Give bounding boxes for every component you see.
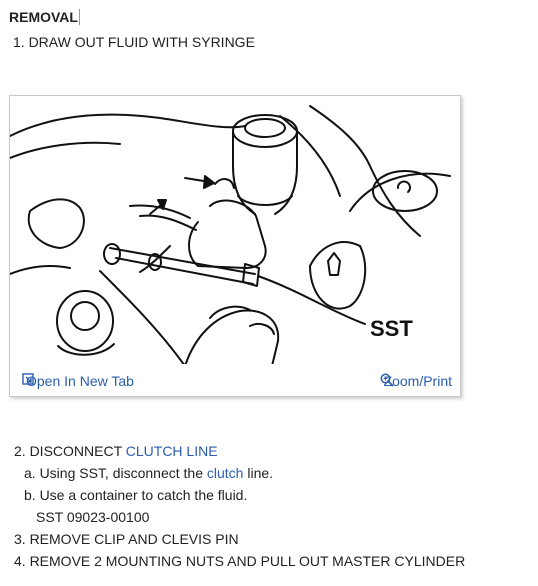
clutch-link[interactable]: clutch: [206, 465, 244, 481]
step-2b: b. Use a container to catch the fluid.: [24, 487, 248, 503]
step-2a: a. Using SST, disconnect the clutch line…: [24, 465, 273, 481]
step-2a-suffix: line.: [243, 465, 274, 481]
heading-text: REMOVAL: [9, 9, 78, 25]
clutch-line-link[interactable]: CLUTCH LINE: [125, 443, 218, 459]
step-1: 1. DRAW OUT FLUID WITH SYRINGE: [13, 34, 255, 50]
diagram-figure: SST Open In New Tab Zoom/Print: [9, 95, 461, 397]
step-3: 3. REMOVE CLIP AND CLEVIS PIN: [14, 531, 239, 547]
clutch-master-cylinder-illustration: SST: [10, 105, 451, 364]
open-tab-label: Open In New Tab: [26, 373, 134, 389]
figure-toolbar: Open In New Tab Zoom/Print: [10, 364, 460, 396]
sst-label: SST: [370, 316, 413, 341]
zoom-print-link[interactable]: Zoom/Print: [380, 373, 452, 389]
section-heading: REMOVAL: [9, 9, 80, 25]
text-cursor: [78, 9, 80, 25]
step-2-sst-number: SST 09023-00100: [36, 509, 150, 525]
step-2a-text: a. Using SST, disconnect the: [24, 465, 207, 481]
step-4: 4. REMOVE 2 MOUNTING NUTS AND PULL OUT M…: [14, 553, 466, 569]
open-in-new-tab-link[interactable]: Open In New Tab: [22, 373, 134, 389]
step-2: 2. DISCONNECT CLUTCH LINE: [14, 443, 218, 459]
step-2-text: 2. DISCONNECT: [14, 443, 126, 459]
zoom-print-label: Zoom/Print: [383, 373, 452, 389]
